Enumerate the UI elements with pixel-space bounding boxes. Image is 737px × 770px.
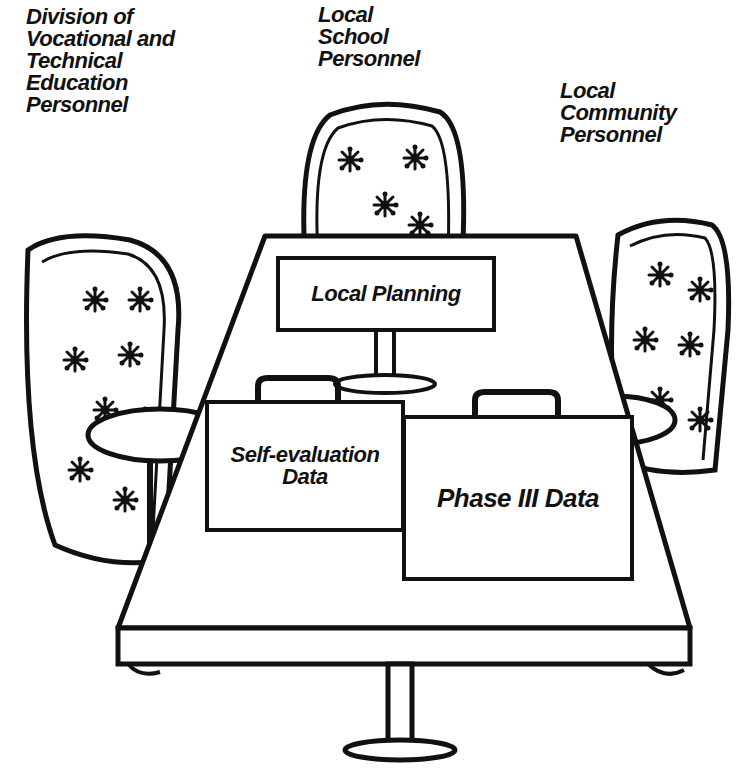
chair-label: Division of Vocational and Technical Edu… (26, 6, 194, 116)
chair-label: Local School Personnel (318, 4, 430, 70)
planning-sign: Local Planning (276, 256, 496, 332)
briefcase: Phase III Data (402, 415, 634, 581)
node-text: Phase III Data (437, 485, 599, 512)
node-text: Self-evaluation Data (217, 444, 393, 489)
briefcase: Self-evaluation Data (205, 400, 405, 532)
table (118, 236, 690, 760)
chair-label: Local Community Personnel (560, 80, 692, 146)
sign-stand (335, 330, 435, 393)
node-text: Local Planning (311, 283, 460, 305)
